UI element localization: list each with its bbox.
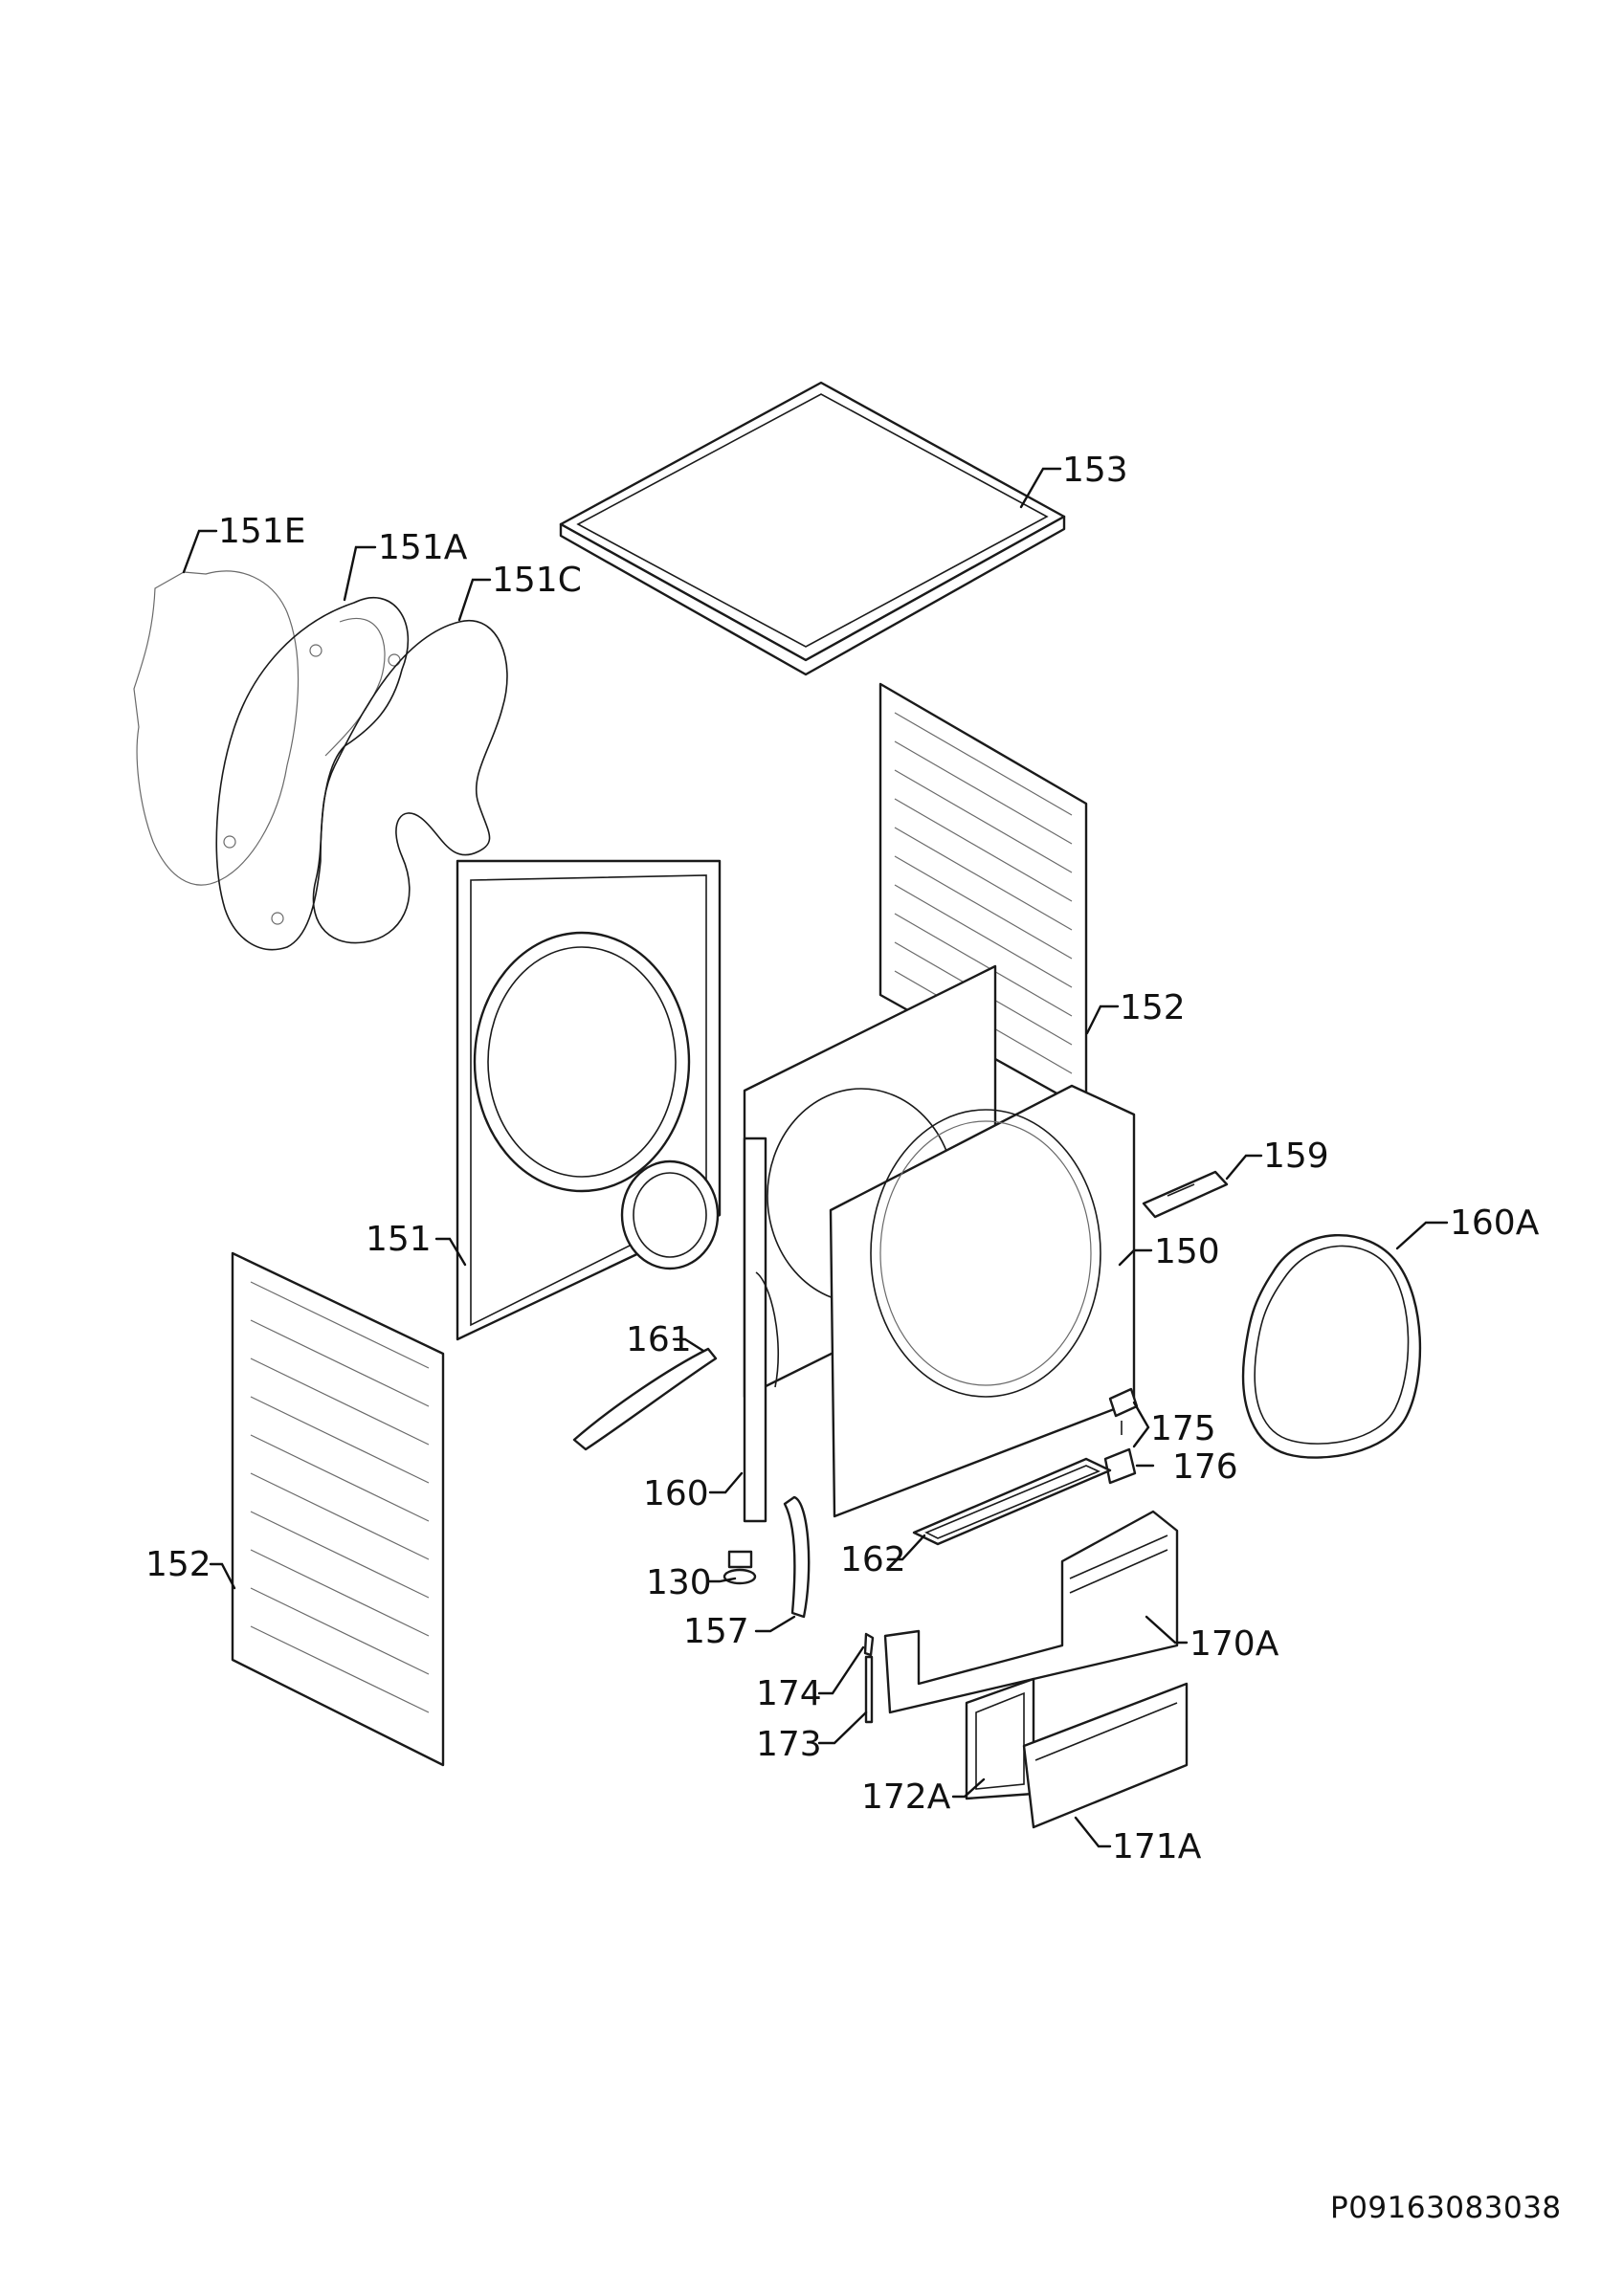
callout-150: 150 [1154, 1232, 1220, 1271]
leader-151A [343, 545, 377, 602]
leader-162 [886, 1534, 926, 1561]
callout-171A: 171A [1112, 1827, 1202, 1866]
part-157-duct [783, 1495, 811, 1619]
part-159-button [1142, 1170, 1229, 1219]
callout-176: 176 [1172, 1447, 1238, 1487]
callout-151C: 151C [492, 561, 582, 600]
leader-171A [1074, 1816, 1112, 1848]
part-160A-door-seal [1241, 1234, 1422, 1459]
leader-150 [1118, 1248, 1153, 1267]
part-172A-drawer [965, 1677, 1035, 1800]
callout-174: 174 [756, 1674, 822, 1713]
callout-160A: 160A [1450, 1203, 1540, 1243]
callout-172A: 172A [861, 1777, 951, 1817]
leader-161 [672, 1337, 705, 1353]
callout-159: 159 [1263, 1137, 1329, 1176]
part-150-front-panel [829, 1084, 1136, 1518]
part-170A-drawer-panel [883, 1510, 1179, 1714]
part-161-hinge-cover [572, 1347, 718, 1451]
callout-152-left: 152 [145, 1545, 211, 1584]
part-173-rod [864, 1655, 874, 1724]
part-176-switch [1103, 1447, 1137, 1485]
part-171A-drawer-front [1022, 1682, 1189, 1829]
callout-153: 153 [1062, 451, 1128, 490]
leader-lines [182, 467, 1449, 1848]
part-152-left-side-panel [231, 1251, 445, 1767]
leader-151C [457, 578, 492, 622]
callout-labels: 153 151E 151A 151C 152 159 160A 150 151 … [145, 451, 1540, 1866]
callout-160: 160 [643, 1474, 709, 1513]
leader-159 [1225, 1154, 1263, 1181]
leader-152-left [209, 1562, 236, 1590]
part-151E-rear-cover [133, 570, 300, 886]
callout-170A: 170A [1189, 1624, 1279, 1664]
leader-130 [706, 1577, 737, 1583]
part-153-top-cover [559, 381, 1066, 676]
callout-161: 161 [626, 1320, 692, 1359]
part-162-filter-seal [912, 1457, 1112, 1546]
callout-130: 130 [646, 1563, 712, 1602]
leader-173 [817, 1711, 868, 1745]
part-174-clip [863, 1632, 875, 1657]
part-151C-gasket [312, 619, 508, 944]
callout-151E: 151E [218, 512, 305, 551]
leader-175 [1132, 1401, 1150, 1448]
part-175-latch [1108, 1387, 1139, 1435]
callout-152-right: 152 [1120, 988, 1186, 1027]
leader-170A [1145, 1615, 1189, 1645]
callout-157: 157 [683, 1612, 749, 1651]
callout-151A: 151A [378, 528, 468, 567]
document-id: P09163083038 [1330, 2191, 1562, 2225]
leader-160 [708, 1471, 744, 1494]
leader-152-right [1085, 1004, 1120, 1035]
leader-153 [1019, 467, 1062, 509]
callout-173: 173 [756, 1725, 822, 1764]
callout-175: 175 [1150, 1409, 1216, 1448]
leader-174 [817, 1645, 865, 1695]
leader-157 [754, 1615, 796, 1633]
leader-151 [434, 1237, 467, 1267]
callout-162: 162 [840, 1540, 906, 1579]
callout-151: 151 [366, 1220, 432, 1259]
leader-160A [1395, 1221, 1449, 1250]
leader-151E [182, 529, 218, 574]
part-151A-front-bearing-shield [215, 597, 410, 951]
part-151-rear-frame [456, 859, 722, 1341]
leader-172A [951, 1777, 986, 1799]
